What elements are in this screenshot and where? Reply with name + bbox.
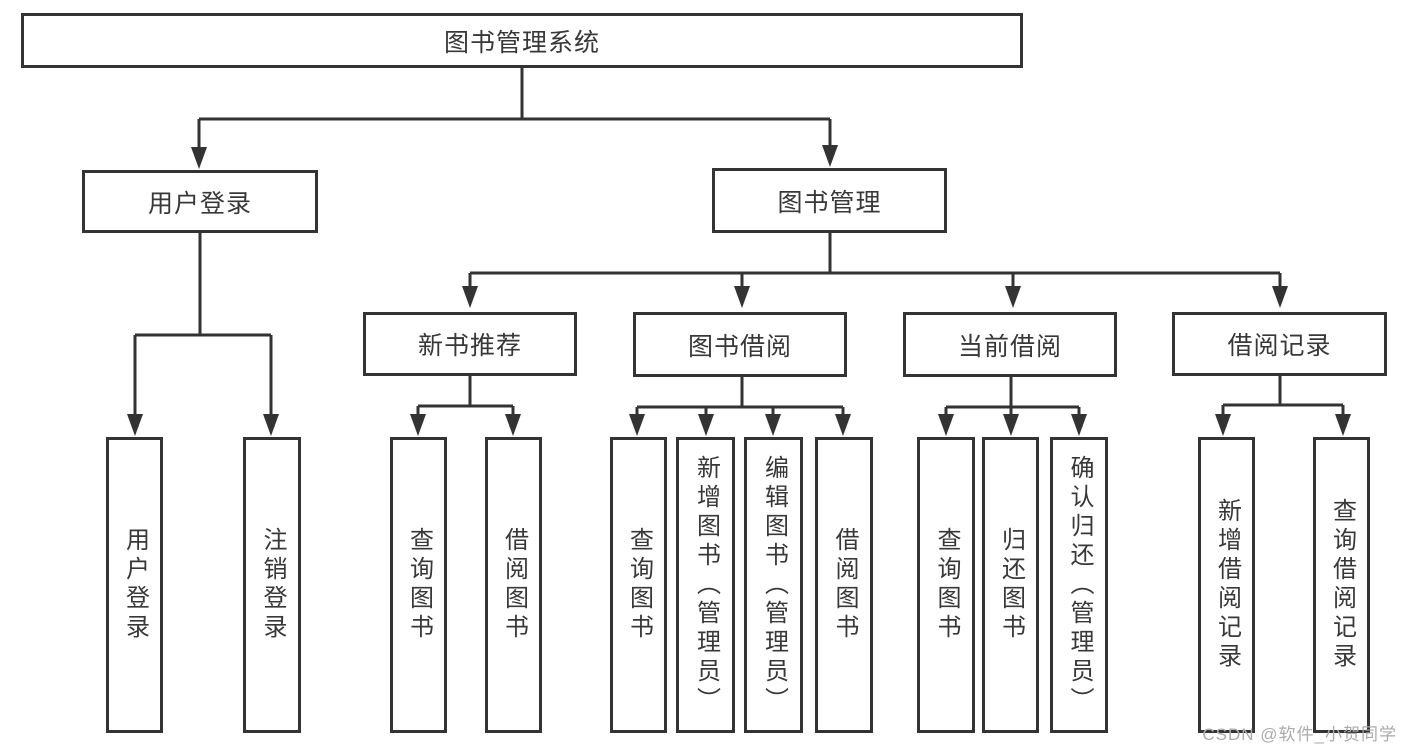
node-borrowing-records: 借阅记录 xyxy=(1172,312,1387,376)
leaf-borrow-books-label: 借阅图书 xyxy=(831,527,858,643)
leaf-confirm-return-admin-label: 确认归还（管理员） xyxy=(1066,454,1093,716)
leaf-query-books-current: 查询图书 xyxy=(917,437,975,733)
leaf-user-login-label: 用户登录 xyxy=(121,527,149,643)
leaf-user-login: 用户登录 xyxy=(106,437,163,733)
leaf-query-books-recommend: 查询图书 xyxy=(390,437,447,733)
leaf-query-books-borrow-label: 查询图书 xyxy=(625,527,653,643)
leaf-edit-books-admin-label: 编辑图书（管理员） xyxy=(760,454,788,716)
leaf-borrow-books-recommend-label: 借阅图书 xyxy=(500,527,528,643)
node-user-login: 用户登录 xyxy=(82,170,318,233)
leaf-borrow-books-recommend: 借阅图书 xyxy=(485,437,542,733)
node-library-management-system: 图书管理系统 xyxy=(21,13,1023,68)
leaf-logout-label: 注销登录 xyxy=(259,527,286,643)
leaf-return-books: 归还图书 xyxy=(982,437,1039,733)
node-current-borrowing: 当前借阅 xyxy=(903,312,1117,377)
leaf-add-books-admin: 新增图书（管理员） xyxy=(676,437,735,733)
leaf-query-books-current-label: 查询图书 xyxy=(933,527,960,643)
csdn-watermark: CSDN @软件_小贺同学 xyxy=(1202,725,1397,744)
leaf-query-books-recommend-label: 查询图书 xyxy=(405,527,433,643)
leaf-edit-books-admin: 编辑图书（管理员） xyxy=(744,437,803,733)
leaf-logout: 注销登录 xyxy=(243,437,301,733)
leaf-add-borrow-record-label: 新增借阅记录 xyxy=(1213,498,1241,672)
leaf-confirm-return-admin: 确认归还（管理员） xyxy=(1050,437,1108,733)
node-new-book-recommendation: 新书推荐 xyxy=(363,312,577,376)
node-book-borrowing: 图书借阅 xyxy=(633,312,847,377)
leaf-return-books-label: 归还图书 xyxy=(997,527,1025,643)
node-book-management: 图书管理 xyxy=(712,168,947,233)
leaf-query-books-borrow: 查询图书 xyxy=(610,437,667,733)
leaf-add-borrow-record: 新增借阅记录 xyxy=(1198,437,1255,733)
leaf-borrow-books: 借阅图书 xyxy=(815,437,873,733)
leaf-query-borrow-record-label: 查询借阅记录 xyxy=(1328,498,1356,672)
leaf-add-books-admin-label: 新增图书（管理员） xyxy=(692,454,720,716)
leaf-query-borrow-record: 查询借阅记录 xyxy=(1313,437,1370,733)
